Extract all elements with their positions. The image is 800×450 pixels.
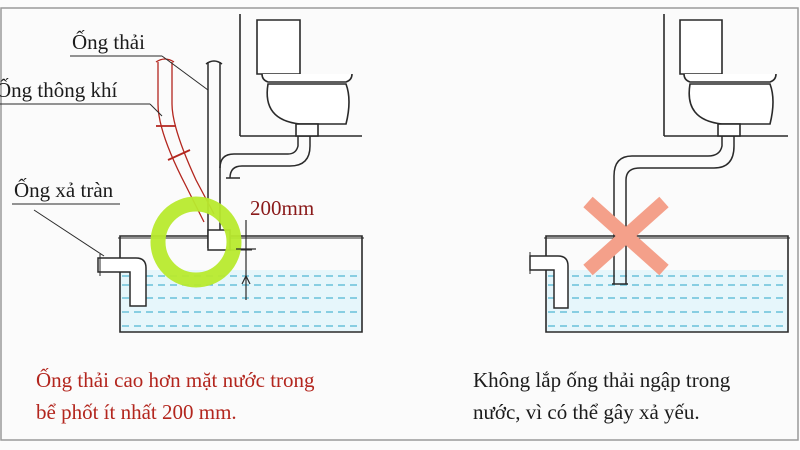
label-vent-pipe: Ống thông khí <box>0 78 118 102</box>
left-toilet <box>239 14 362 137</box>
left-overflow-pipe <box>97 254 147 307</box>
left-vent-pipe <box>155 58 215 223</box>
right-overflow-pipe <box>529 252 569 309</box>
right-toilet <box>663 14 788 137</box>
left-drain-pipe <box>205 60 311 251</box>
caption-right-line1: Không lắp ống thải ngập trong <box>473 368 731 392</box>
label-overflow-pipe: Ống xả tràn <box>14 178 114 202</box>
label-drain-pipe: Ống thải <box>72 30 145 54</box>
caption-left-line2: bể phốt ít nhất 200 mm. <box>36 400 237 424</box>
caption-right-line2: nước, vì có thể gây xả yếu. <box>473 400 700 424</box>
right-drain-pipe <box>612 136 735 285</box>
right-water <box>546 270 788 332</box>
left-water <box>120 270 362 332</box>
label-dimension: 200mm <box>250 196 315 220</box>
right-septic-tank <box>544 235 790 333</box>
highlight-ring <box>150 196 242 288</box>
dimension-marker <box>236 220 256 300</box>
left-septic-tank <box>118 235 364 333</box>
leader-lines <box>0 55 209 257</box>
frame-border <box>0 7 799 441</box>
caption-left-line1: Ống thải cao hơn mặt nước trong <box>36 368 315 392</box>
cross-mark <box>583 196 669 276</box>
